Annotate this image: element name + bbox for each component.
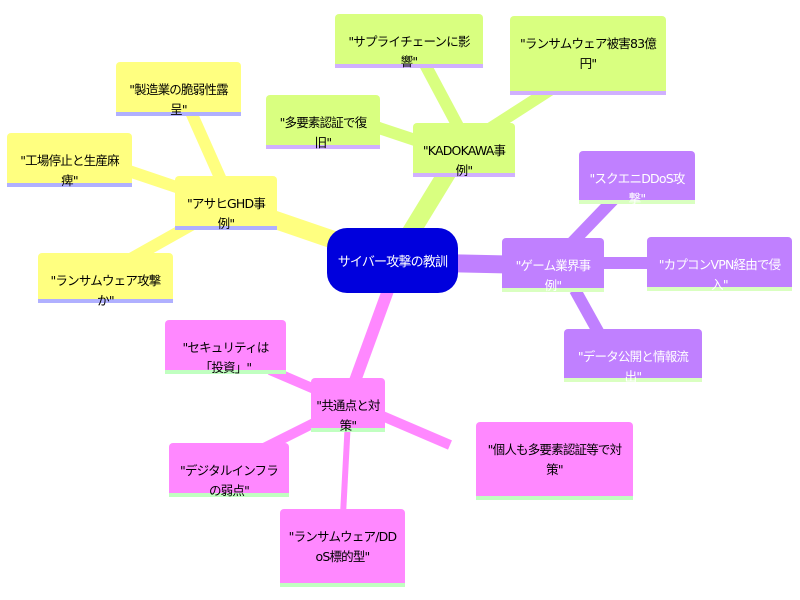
edge-asahi-c1 [184,107,228,185]
leaf-label: "工場停止と生産麻痺" [20,153,119,188]
leaf-label: "製造業の脆弱性露呈" [129,82,228,117]
branch-kadokawa[interactable]: "KADOKAWA事例" [413,123,515,178]
leaf-node[interactable]: "ランサムウェア被害83億円" [510,16,666,95]
leaf-label: "サプライチェーンに影響" [348,34,470,69]
leaf-node[interactable]: "多要素認証で復旧" [266,95,380,150]
branch-asahi[interactable]: "アサヒGHD事例" [175,176,277,231]
leaf-node[interactable]: "工場停止と生産麻痺" [7,133,132,188]
branch-common[interactable]: "共通点と対策" [311,378,385,433]
leaf-node[interactable]: "ランサムウェア攻撃か" [38,253,173,308]
leaf-label: "個人も多要素認証等で対策" [487,442,622,477]
edge-common-c4 [340,419,351,516]
leaf-label: "ランサムウェア被害83億円" [519,36,657,71]
leaf-node[interactable]: "サプライチェーンに影響" [335,14,483,69]
leaf-label: "ランサムウェア/DDoS標的型" [288,529,397,564]
root-label: サイバー攻撃の教訓 [337,255,448,270]
leaf-node[interactable]: "デジタルインフラの弱点" [169,443,289,498]
branch-common-label: "共通点と対策" [316,398,380,433]
leaf-label: "データ公開と情報流出" [577,349,689,384]
edge-game-c3 [569,287,606,338]
leaf-label: "カプコンVPN経由で侵入" [658,257,781,292]
root-node[interactable]: サイバー攻撃の教訓 [327,228,458,293]
leaf-node[interactable]: "ランサムウェア/DDoS標的型" [280,509,405,587]
leaf-node[interactable]: "セキュリティは「投資」" [165,320,286,375]
leaf-label: "ランサムウェア攻撃か" [50,273,161,308]
leaf-label: "デジタルインフラの弱点" [180,463,279,498]
leaf-node[interactable]: "個人も多要素認証等で対策" [476,422,633,500]
branch-asahi-label: "アサヒGHD事例" [186,196,266,231]
leaf-label: "スクエニDDoS攻撃" [589,171,685,206]
leaf-label: "セキュリティは「投資」" [182,340,269,375]
leaf-node[interactable]: "カプコンVPN経由で侵入" [647,237,792,292]
branch-game[interactable]: "ゲーム業界事例" [502,238,604,293]
edge-common-c3 [378,410,452,450]
branch-game-label: "ゲーム業界事例" [515,258,592,293]
leaf-node[interactable]: "製造業の脆弱性露呈" [116,62,241,117]
leaf-label: "多要素認証で復旧" [279,115,368,150]
leaf-node[interactable]: "スクエニDDoS攻撃" [579,151,695,206]
branch-kadokawa-label: "KADOKAWA事例" [422,143,506,178]
leaf-node[interactable]: "データ公開と情報流出" [564,329,702,384]
